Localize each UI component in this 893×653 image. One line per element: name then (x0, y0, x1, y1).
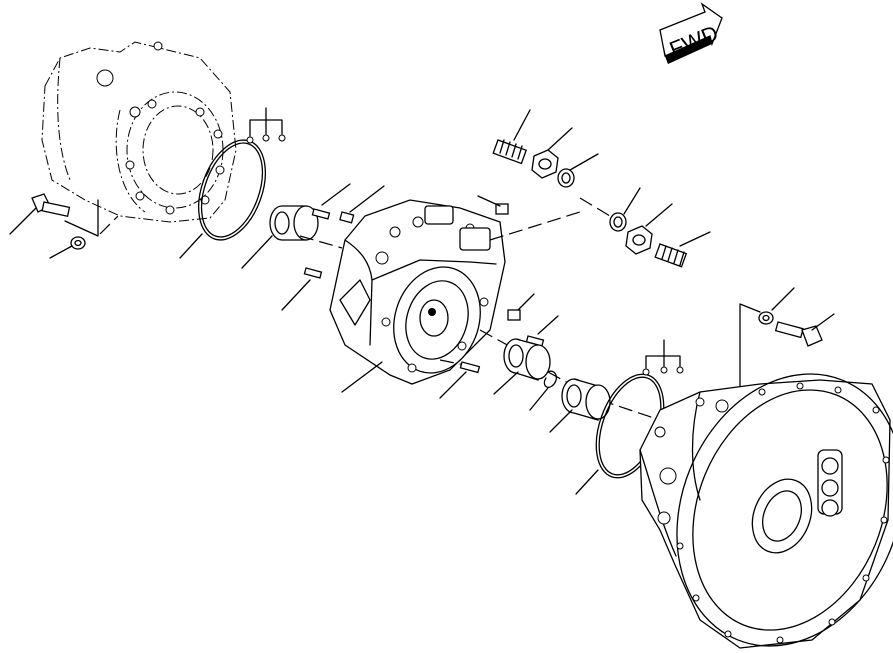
mounting-bolt-left (9, 193, 71, 235)
connector-stack-lower (609, 187, 711, 268)
washer-left (49, 199, 99, 259)
fwd-direction-arrow: FWD (659, 2, 723, 64)
small-plug-center (439, 293, 559, 399)
connector-stack-upper (492, 109, 599, 188)
valve-body (329, 199, 506, 393)
mounting-bolt-right (774, 313, 835, 347)
o-ring-left (179, 107, 286, 259)
plug-bolt-top (477, 195, 509, 215)
washer-right (739, 287, 795, 401)
bearing-right (549, 378, 611, 433)
snap-ring (529, 370, 558, 411)
bearing-center (493, 338, 551, 395)
flywheel-housing (639, 373, 893, 649)
rear-pump-housing (41, 41, 237, 223)
dowel-pins (281, 183, 385, 311)
